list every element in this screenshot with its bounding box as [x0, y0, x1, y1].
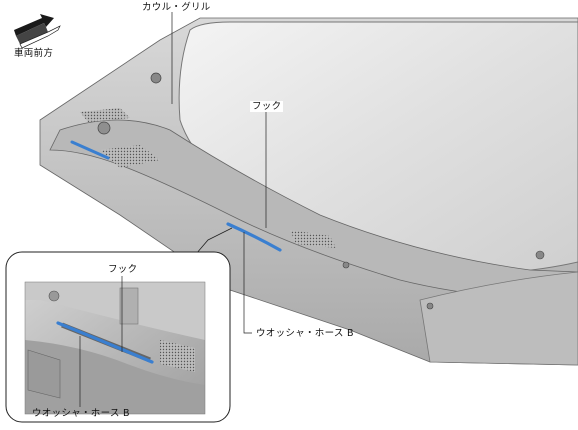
cowl-grille-label: カウル・グリル	[142, 2, 211, 13]
grille-perforation	[100, 145, 160, 168]
front-direction-label: 車両前方	[14, 48, 54, 59]
washer-hose-b-main	[70, 140, 110, 160]
grille-perforation	[290, 230, 336, 248]
fender-panel	[419, 271, 578, 366]
mount-hole	[342, 261, 350, 269]
inset-detail-view	[5, 251, 231, 423]
hook-label-main: フック	[250, 101, 284, 112]
mount-hole	[97, 121, 111, 135]
mount-hole	[535, 250, 545, 260]
callout-lines-inset	[79, 276, 123, 407]
main-engine-bay-view	[39, 17, 578, 366]
callout-lines-main	[171, 12, 267, 334]
inset-connector	[195, 227, 233, 255]
washer-hose-b-inset	[56, 321, 154, 364]
front-direction-arrow-icon	[14, 14, 61, 49]
mount-hole	[150, 72, 162, 84]
mount-hole	[426, 302, 434, 310]
grille-perforation	[80, 108, 130, 122]
washer-hose-b-label-main: ウオッシャ・ホース B	[256, 328, 354, 339]
washer-hose-b-label-inset: ウオッシャ・ホース B	[32, 408, 130, 419]
hook-label-inset: フック	[108, 264, 138, 275]
washer-hose-b-main	[226, 222, 282, 252]
